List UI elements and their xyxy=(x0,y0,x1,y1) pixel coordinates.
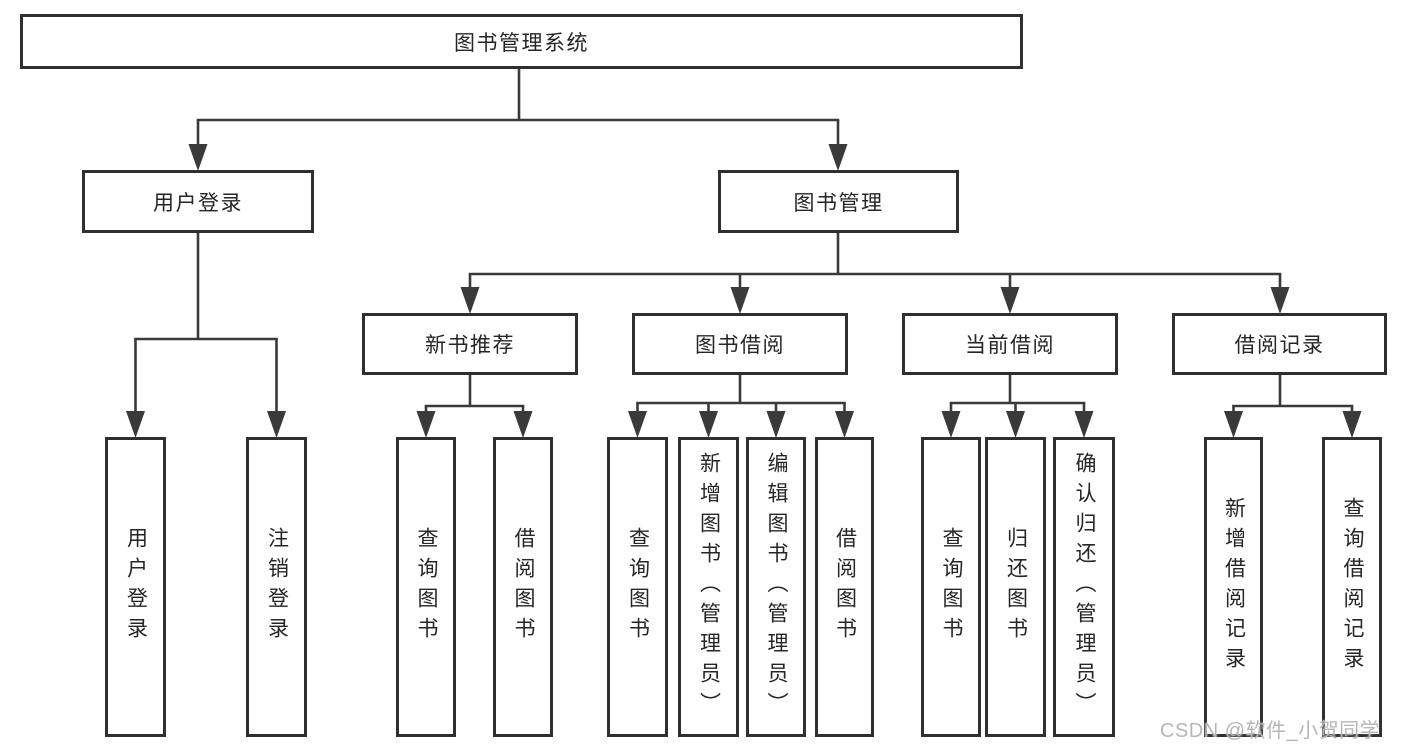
leaf-logout: 注销登录 xyxy=(246,437,307,737)
node-root: 图书管理系统 xyxy=(20,14,1023,69)
node-borrow-records: 借阅记录 xyxy=(1172,313,1387,375)
leaf-query-book-2: 查询图书 xyxy=(607,437,668,737)
node-new-book-recommend: 新书推荐 xyxy=(362,313,578,375)
leaf-edit-book-admin: 编辑图书（管理员） xyxy=(746,437,806,737)
node-book-management: 图书管理 xyxy=(718,170,959,233)
leaf-query-borrow-record: 查询借阅记录 xyxy=(1322,437,1382,737)
leaf-user-login: 用户登录 xyxy=(105,437,166,737)
leaf-confirm-return-admin: 确认归还（管理员） xyxy=(1053,437,1115,737)
leaf-add-book-admin: 新增图书（管理员） xyxy=(678,437,739,737)
leaf-borrow-book-1: 借阅图书 xyxy=(493,437,553,737)
leaf-query-book-1: 查询图书 xyxy=(396,437,456,737)
node-user-login: 用户登录 xyxy=(82,170,314,233)
node-book-borrow: 图书借阅 xyxy=(632,313,848,375)
csdn-watermark: CSDN @软件_小贺同学 xyxy=(1160,720,1381,742)
leaf-add-borrow-record: 新增借阅记录 xyxy=(1204,437,1263,737)
leaf-query-book-3: 查询图书 xyxy=(921,437,981,737)
leaf-borrow-book-2: 借阅图书 xyxy=(815,437,874,737)
leaf-return-book: 归还图书 xyxy=(985,437,1046,737)
node-current-borrow: 当前借阅 xyxy=(902,313,1118,375)
